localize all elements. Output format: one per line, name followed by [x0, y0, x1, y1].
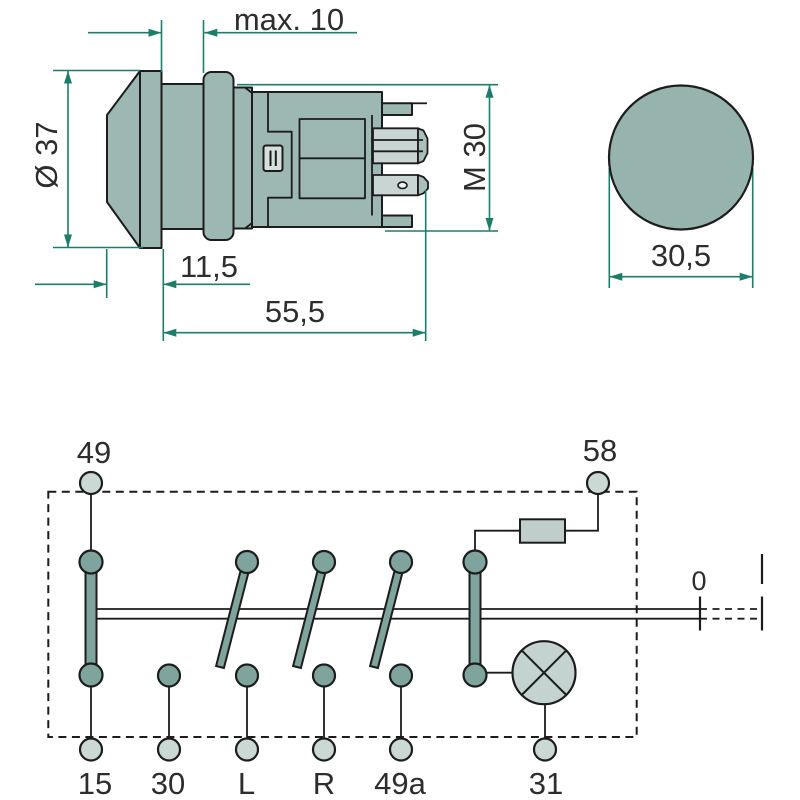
- terminal-label-r: R: [313, 766, 335, 800]
- terminal-label-30: 30: [151, 766, 185, 800]
- dim-label-collar-depth: 11,5: [180, 249, 238, 284]
- resistor-symbol: [519, 518, 566, 544]
- dim-label-thread: M 30: [457, 123, 492, 192]
- bushing-chamfer-top: [244, 86, 253, 94]
- terminal-circle-58: [585, 470, 611, 496]
- internal-step-outline: [267, 92, 293, 227]
- circuit-wires: [90, 493, 599, 739]
- contact-lever-l: [214, 559, 253, 670]
- terminal-circle-49a: [388, 737, 414, 762]
- terminal-circle-15: [78, 737, 104, 762]
- contact-lever-r: [291, 559, 330, 670]
- dim-label-button-diameter: 30,5: [651, 238, 711, 273]
- terminal-circle-l: [234, 737, 260, 762]
- mounting-nut: [202, 71, 235, 241]
- terminal-label-15: 15: [78, 766, 112, 800]
- terminal-label-l: L: [238, 766, 255, 800]
- circuit-box: [47, 490, 638, 739]
- dimension-thread: [237, 83, 498, 232]
- blade-upper-tip: [417, 127, 429, 165]
- dimensions: [35, 20, 754, 341]
- terminal-circle-r: [311, 737, 337, 762]
- contact-bridge-58: [468, 561, 482, 676]
- lamp-symbol: [511, 640, 577, 706]
- knob-front-circle: [607, 84, 755, 231]
- dimension-collar-depth: [35, 249, 250, 341]
- dimension-knob-diameter: [53, 69, 143, 249]
- front-view: [607, 84, 755, 231]
- body-end-ear-bottom: [381, 214, 413, 228]
- dimension-panel-thickness: [88, 20, 357, 73]
- side-view: [106, 70, 413, 249]
- terminal-circle-30: [156, 737, 182, 762]
- terminal-circles: [78, 470, 611, 762]
- dimension-button-diameter: [608, 168, 754, 288]
- side-view-details: [244, 86, 427, 230]
- threaded-bushing: [232, 86, 253, 230]
- dim-label-panel-thickness: max. 10: [234, 2, 344, 37]
- dim-label-knob-diameter: Ø 37: [29, 121, 64, 188]
- actuator-bar: [91, 554, 764, 631]
- position-label-0: 0: [691, 566, 706, 596]
- contact-points: [78, 549, 488, 688]
- dim-label-overall-length: 55,5: [265, 294, 325, 329]
- dimension-overall-length: [163, 190, 427, 341]
- bushing-chamfer-bottom: [244, 222, 253, 230]
- circuit-diagram: 49 58 0 15 30 L R 49a 31: [47, 433, 764, 800]
- terminal-label-58: 58: [583, 433, 617, 468]
- knob-cone: [106, 70, 141, 249]
- body-end-ear-top: [381, 102, 413, 117]
- blade-hole: [397, 181, 408, 190]
- bezel-flange: [160, 83, 205, 230]
- body-slot: [262, 144, 284, 172]
- terminal-label-31: 31: [529, 766, 563, 800]
- terminal-label-49a: 49a: [374, 766, 426, 800]
- contact-bridge-49: [84, 561, 98, 676]
- knob-cylinder: [139, 70, 163, 249]
- terminal-label-49: 49: [77, 435, 111, 470]
- terminal-circle-49: [78, 470, 104, 496]
- terminal-blade-upper: [372, 127, 429, 165]
- terminal-blade-lower: [372, 174, 429, 197]
- terminal-circle-31: [532, 737, 558, 762]
- contact-lever-49a: [368, 559, 407, 670]
